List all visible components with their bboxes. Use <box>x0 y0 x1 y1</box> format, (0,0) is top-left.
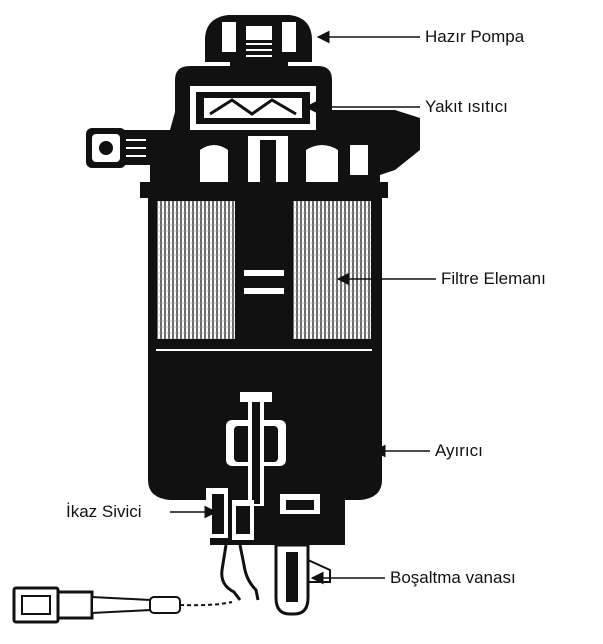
label-separator: Ayırıcı <box>435 441 483 460</box>
label-filter-element: Filtre Elemanı <box>441 269 546 288</box>
label-fuel-heater: Yakıt ısıtıcı <box>425 97 508 116</box>
label-warning-switch: İkaz Sivici <box>66 502 142 521</box>
label-drain-valve: Boşaltma vanası <box>390 568 516 587</box>
priming-pump <box>205 15 312 72</box>
leader-lines <box>170 30 436 585</box>
switch-connector <box>12 586 233 624</box>
label-priming-pump: Hazır Pompa <box>425 27 525 46</box>
water-separator <box>156 349 372 506</box>
inlet-fitting <box>86 128 150 168</box>
filter-element <box>155 196 373 356</box>
drain-assembly <box>206 488 331 616</box>
filter-head <box>120 66 420 192</box>
